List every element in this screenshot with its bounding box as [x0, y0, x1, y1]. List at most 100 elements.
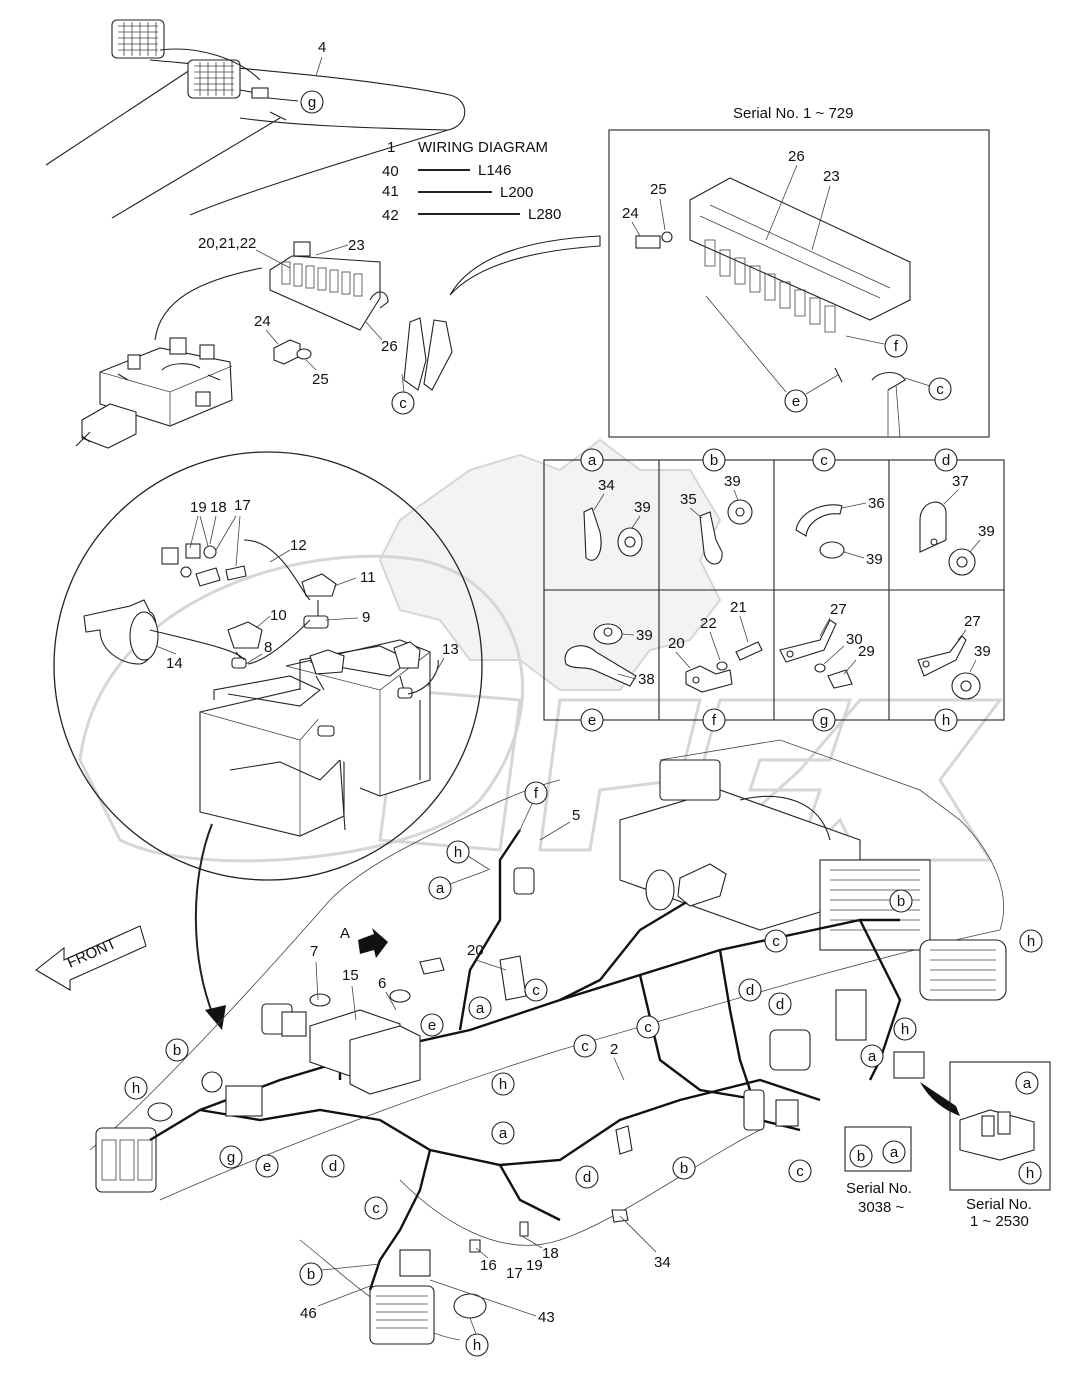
svg-text:h: h	[473, 1337, 481, 1354]
grid-tag-a: a	[588, 452, 597, 469]
svg-text:d: d	[583, 1169, 591, 1186]
svg-text:a: a	[890, 1144, 899, 1161]
svg-text:34: 34	[654, 1254, 671, 1271]
label-20-21-22: 20,21,22	[198, 235, 256, 252]
grid-d-part-37: 37	[952, 473, 969, 490]
svg-text:7: 7	[310, 943, 318, 960]
grid-a-part-39: 39	[634, 499, 651, 516]
grid-b-part-39: 39	[724, 473, 741, 490]
svg-text:e: e	[263, 1158, 271, 1175]
serial-2530-l1: Serial No.	[966, 1196, 1032, 1213]
svg-text:46: 46	[300, 1305, 317, 1322]
label-8: 8	[264, 639, 272, 656]
label-25-fusebox: 25	[312, 371, 329, 388]
grid-g-part-29: 29	[858, 643, 875, 660]
svg-text:43: 43	[538, 1309, 555, 1326]
svg-text:a: a	[476, 1000, 485, 1017]
cable-40-num: 40	[382, 163, 399, 180]
svg-text:5: 5	[572, 807, 580, 824]
cable-42-length: L280	[528, 206, 561, 223]
label-23-fusebox: 23	[348, 237, 365, 254]
svg-text:b: b	[857, 1148, 865, 1165]
item-1-label: WIRING DIAGRAM	[418, 139, 548, 156]
grid-e-part-38: 38	[638, 671, 655, 688]
svg-text:b: b	[307, 1266, 315, 1283]
label-4: 4	[318, 39, 326, 56]
svg-text:c: c	[532, 982, 540, 999]
label-12: 12	[290, 537, 307, 554]
svg-text:e: e	[428, 1017, 436, 1034]
grid-g-part-27: 27	[830, 601, 847, 618]
label-18: 18	[210, 499, 227, 516]
machine-harness: FRONT A 7 15 6 20 5 2 34 18 16 17 19 46 …	[35, 739, 1051, 1357]
svg-text:6: 6	[378, 975, 386, 992]
cable-41-num: 41	[382, 183, 399, 200]
ref-f-inset: f	[894, 338, 899, 355]
svg-text:g: g	[227, 1149, 235, 1166]
serial-3038-l2: 3038 ~	[858, 1199, 905, 1216]
clip-grid: a 34 39 b 35 39 c 36 39 d 37	[543, 448, 1005, 732]
ref-g-lamp: g	[308, 94, 316, 111]
grid-tag-c: c	[820, 452, 828, 469]
grid-g-part-30: 30	[846, 631, 863, 648]
svg-text:15: 15	[342, 967, 359, 984]
ref-c-fusebox: c	[399, 395, 407, 412]
svg-text:d: d	[746, 982, 754, 999]
svg-text:h: h	[132, 1080, 140, 1097]
ref-c-inset: c	[936, 381, 944, 398]
grid-tag-g: g	[820, 712, 828, 729]
label-19: 19	[190, 499, 207, 516]
grid-b-part-35: 35	[680, 491, 697, 508]
label-26: 26	[788, 148, 805, 165]
label-25: 25	[650, 181, 667, 198]
item-1-num: 1	[387, 139, 395, 156]
grid-tag-d: d	[942, 452, 950, 469]
svg-text:20: 20	[467, 942, 484, 959]
svg-text:b: b	[173, 1042, 181, 1059]
label-14: 14	[166, 655, 183, 672]
grid-tag-h: h	[942, 712, 950, 729]
svg-text:f: f	[534, 785, 539, 802]
svg-text:h: h	[1027, 933, 1035, 950]
battery-detail: 19 18 17 12 11 10 9 8 13 14	[53, 451, 483, 1030]
svg-text:h: h	[499, 1076, 507, 1093]
svg-text:17: 17	[506, 1265, 523, 1282]
serial-2530-l2: 1 ~ 2530	[970, 1213, 1029, 1230]
grid-a-part-34: 34	[598, 477, 615, 494]
svg-text:c: c	[372, 1200, 380, 1217]
inset-fusebox: Serial No. 1 ~ 729 26 23 25 24 f e	[449, 105, 990, 438]
label-13: 13	[442, 641, 459, 658]
svg-text:d: d	[329, 1158, 337, 1175]
label-17: 17	[234, 497, 251, 514]
grid-c-part-39: 39	[866, 551, 883, 568]
fuse-relay-area: 20,21,22 23 24 25 26 c	[75, 235, 453, 449]
svg-text:b: b	[897, 893, 905, 910]
label-24: 24	[622, 205, 639, 222]
grid-h-part-39: 39	[974, 643, 991, 660]
label-11: 11	[360, 569, 376, 586]
svg-text:a: a	[1023, 1075, 1032, 1092]
grid-e-part-39: 39	[636, 627, 653, 644]
grid-tag-b: b	[710, 452, 718, 469]
svg-text:h: h	[901, 1021, 909, 1038]
grid-tag-e: e	[588, 712, 596, 729]
svg-text:a: a	[499, 1125, 508, 1142]
svg-text:h: h	[1026, 1165, 1034, 1182]
svg-text:c: c	[644, 1019, 652, 1036]
svg-text:c: c	[581, 1038, 589, 1055]
svg-text:a: a	[868, 1048, 877, 1065]
cable-40-length: L146	[478, 162, 511, 179]
label-9: 9	[362, 609, 370, 626]
grid-tag-f: f	[712, 712, 717, 729]
label-24-fusebox: 24	[254, 313, 271, 330]
grid-c-part-36: 36	[868, 495, 885, 512]
grid-h-part-27: 27	[964, 613, 981, 630]
svg-text:d: d	[776, 996, 784, 1013]
cable-42-num: 42	[382, 207, 399, 224]
boom-lamps: 4 g	[45, 19, 466, 219]
svg-text:h: h	[454, 844, 462, 861]
cable-41-length: L200	[500, 184, 533, 201]
inset-serial-label: Serial No. 1 ~ 729	[733, 105, 854, 122]
label-23: 23	[823, 168, 840, 185]
